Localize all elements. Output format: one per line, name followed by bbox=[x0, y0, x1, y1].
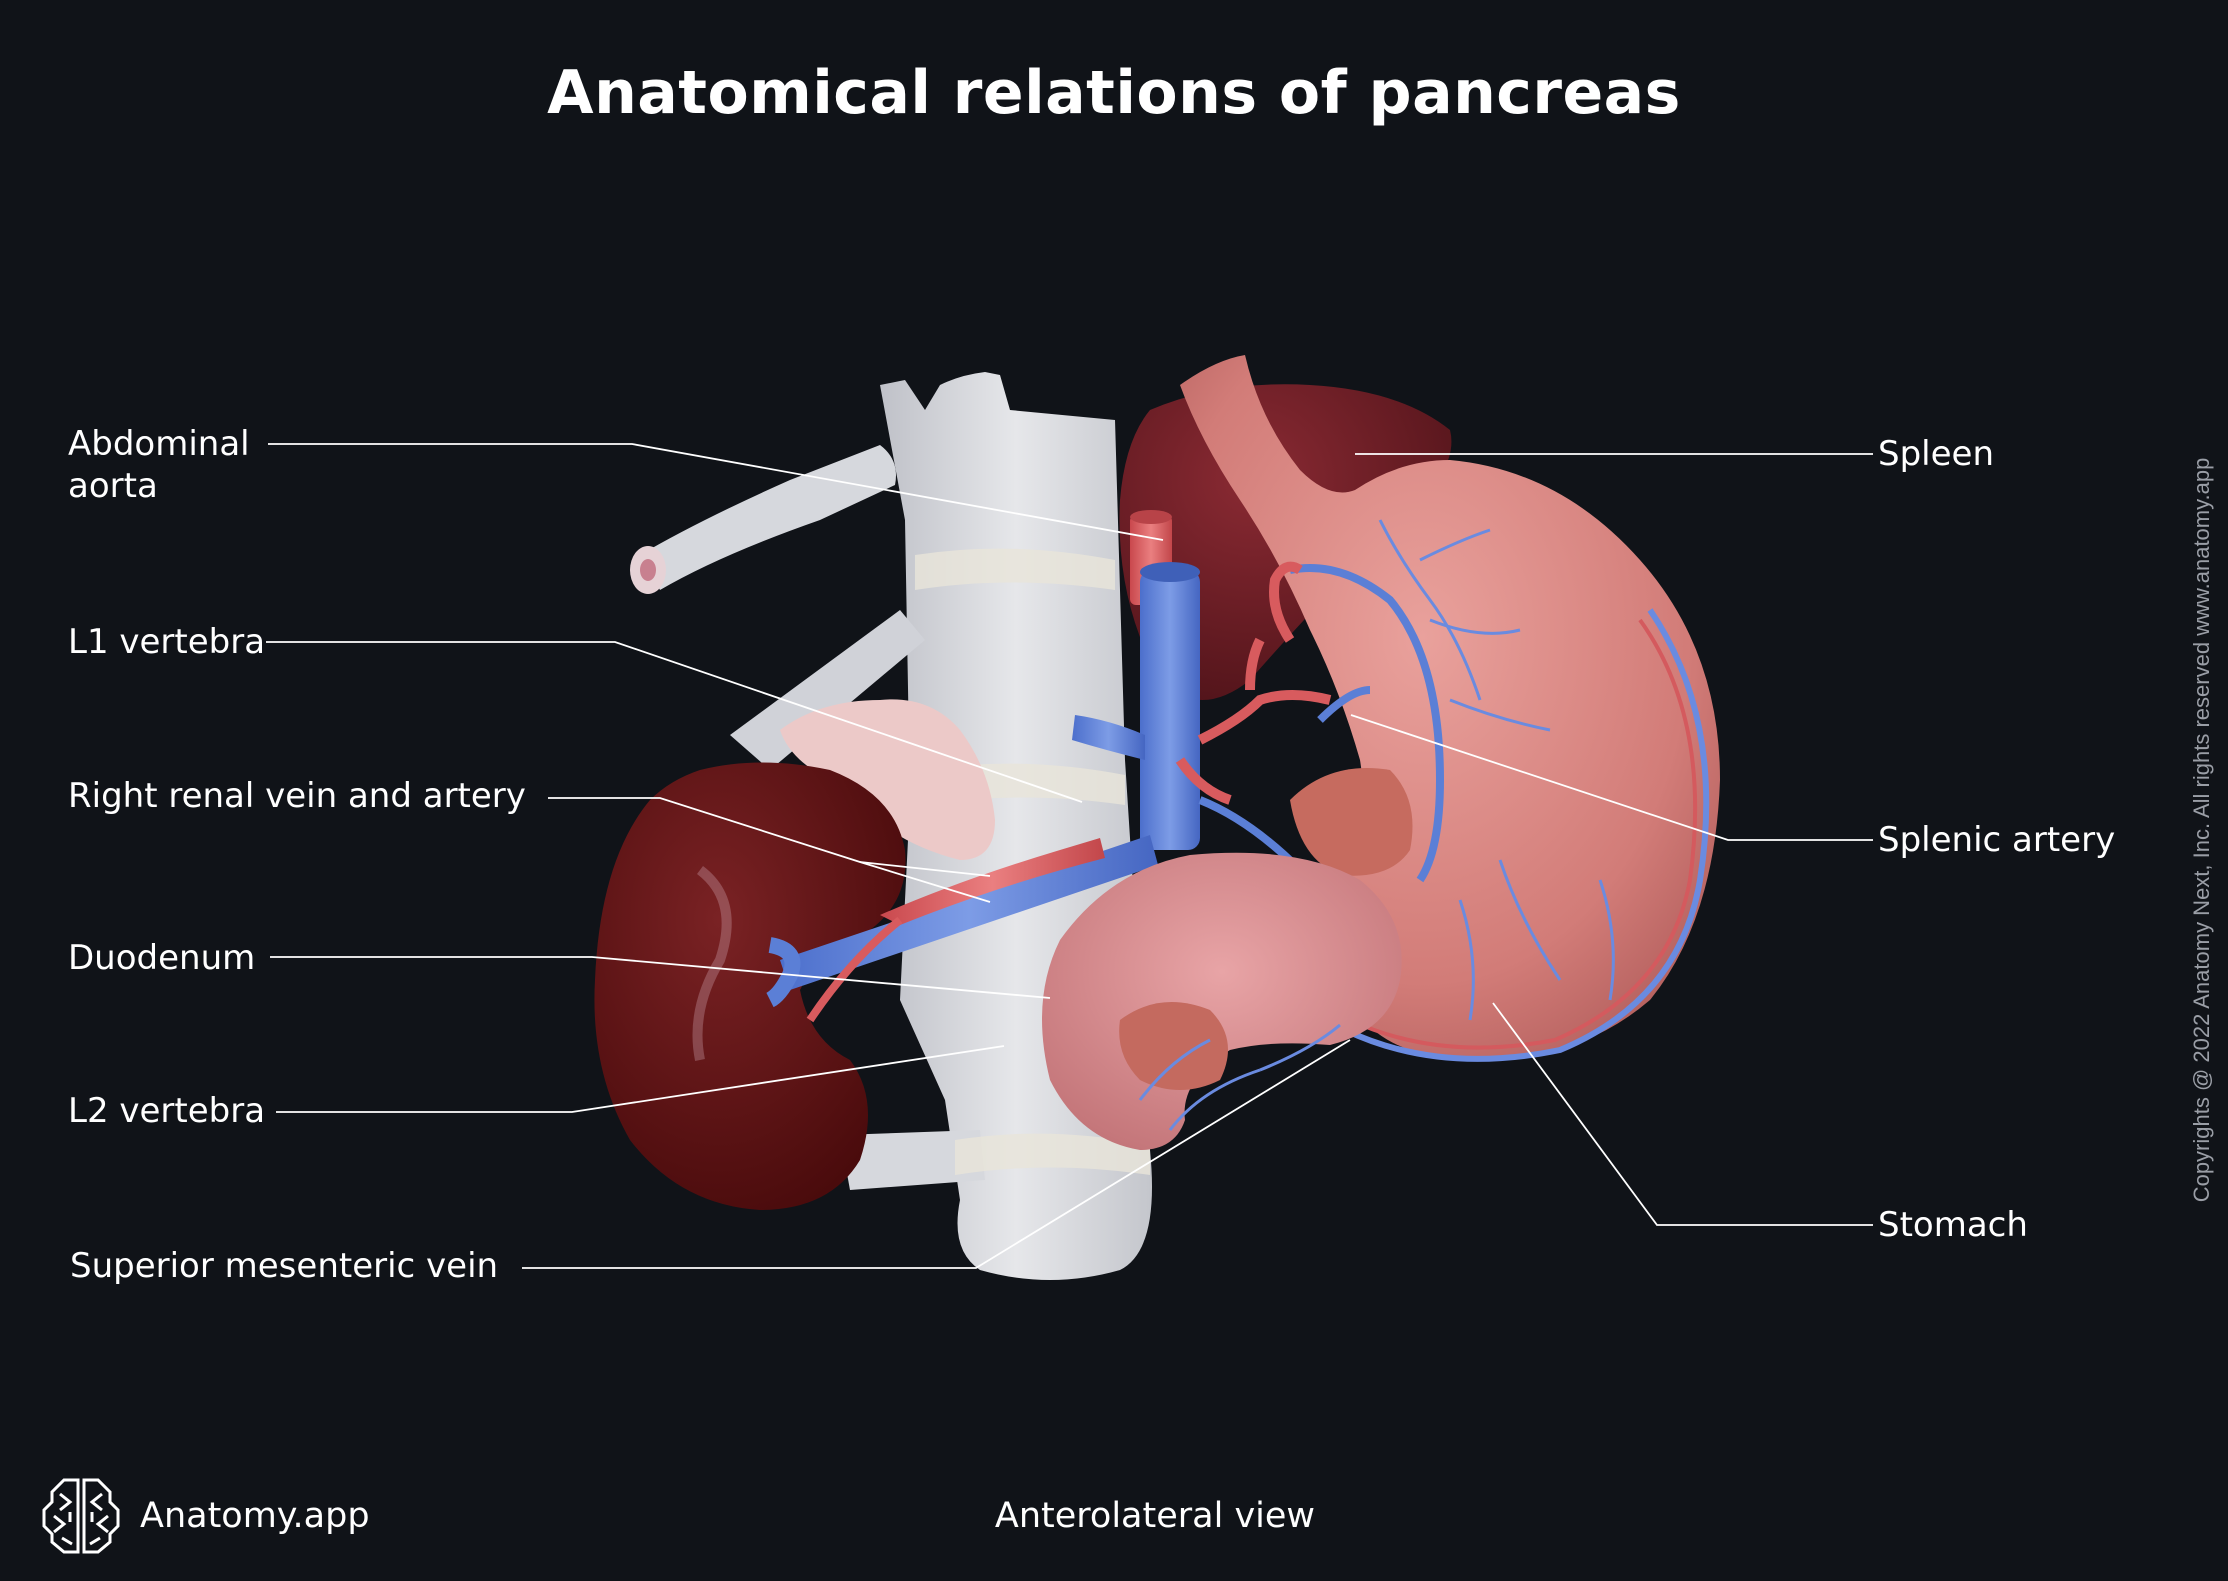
duodenum-shape bbox=[1042, 852, 1402, 1150]
label-spleen: Spleen bbox=[1878, 434, 1994, 474]
renal-artery-shape bbox=[880, 838, 1105, 925]
leader-line-duodenum bbox=[270, 956, 1051, 999]
label-l2-vertebra: L2 vertebra bbox=[68, 1091, 266, 1131]
leader-line-l1-vertebra bbox=[266, 641, 1083, 803]
leader-line-l2-vertebra bbox=[276, 1045, 1005, 1113]
label-splenic-artery: Splenic artery bbox=[1878, 820, 2116, 860]
leader-line-abdominal-aorta bbox=[268, 443, 1164, 541]
label-l1-vertebra: L1 vertebra bbox=[68, 622, 266, 662]
leader-line-superior-mesenteric-vein bbox=[522, 1039, 1351, 1269]
kidney-shape bbox=[594, 762, 906, 1210]
copyright-notice: Copyrights @ 2022 Anatomy Next, Inc. All… bbox=[2189, 457, 2214, 1203]
brand-name: Anatomy.app bbox=[140, 1496, 370, 1536]
brain-logo-icon bbox=[42, 1478, 120, 1554]
leader-line-right-renal-vein bbox=[548, 797, 991, 903]
renal-vein-shape bbox=[780, 835, 1158, 990]
label-right-renal-vein-and-artery: Right renal vein and artery bbox=[68, 776, 526, 816]
inferior-vena-cava-shape bbox=[1072, 562, 1200, 850]
label-superior-mesenteric-vein: Superior mesenteric vein bbox=[70, 1246, 499, 1286]
leader-line-stomach bbox=[1492, 1002, 1873, 1226]
leader-lines bbox=[266, 443, 1873, 1269]
splenic-artery-shape bbox=[1175, 561, 1332, 805]
leader-line-right-renal-artery bbox=[859, 861, 991, 877]
page-title: Anatomical relations of pancreas bbox=[547, 58, 1681, 128]
stomach-shape bbox=[1180, 355, 1720, 1062]
label-stomach: Stomach bbox=[1878, 1205, 2028, 1245]
pancreas-shape bbox=[1290, 768, 1413, 876]
adrenal-gland-shape bbox=[780, 699, 995, 860]
label-abdominal-aorta: Abdominal aorta bbox=[68, 423, 250, 507]
label-abdominal-aorta-line1: Abdominal bbox=[68, 424, 250, 464]
leader-line-splenic-artery bbox=[1350, 714, 1873, 841]
label-duodenum: Duodenum bbox=[68, 938, 256, 978]
view-caption: Anterolateral view bbox=[994, 1496, 1316, 1536]
label-abdominal-aorta-line2: aorta bbox=[68, 466, 158, 506]
brand: Anatomy.app bbox=[40, 1476, 370, 1556]
